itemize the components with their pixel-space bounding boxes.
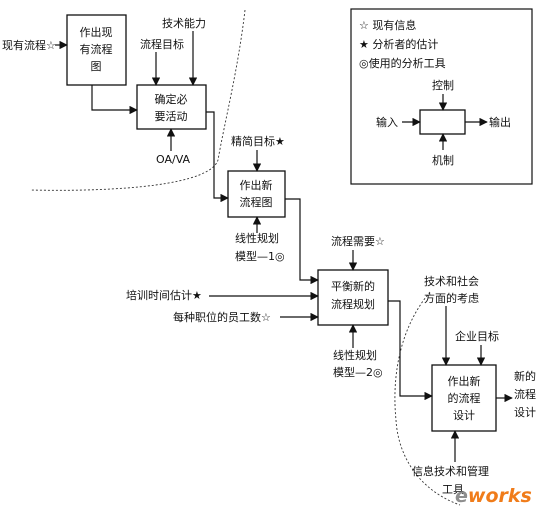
label-tech-social-line-2: 方面的考虑 xyxy=(424,291,479,305)
label-staff-per-post: 每种职位的员工数☆ xyxy=(173,310,271,324)
label-process-goal: 流程目标 xyxy=(140,37,184,51)
box-new-process-design-line-2: 的流程 xyxy=(448,391,481,405)
watermark-logo: eworks xyxy=(455,485,532,507)
legend-item-analyst-estimate: ★ 分析者的估计 xyxy=(359,37,438,51)
arrow-b1-to-b2 xyxy=(91,85,138,115)
label-new-process-design-line-2: 流程 xyxy=(514,387,536,401)
label-new-process-design-line-3: 设计 xyxy=(514,406,536,419)
legend-output-label: 输出 xyxy=(489,115,511,129)
watermark-prefix: e xyxy=(455,485,468,507)
arrow-b2-to-b3 xyxy=(206,111,229,203)
legend-frame xyxy=(350,8,533,185)
label-enterprise-goal: 企业目标 xyxy=(455,329,499,343)
legend-item-analysis-tool: ◎使用的分析工具 xyxy=(359,56,446,70)
box-new-flowchart-line-1: 作出新 xyxy=(240,178,273,192)
boundary-curve-bottom xyxy=(394,291,461,506)
label-oa-va: OA/VA xyxy=(156,153,191,166)
box-new-flowchart xyxy=(227,170,286,218)
box-balance-plan-line-2: 流程规划 xyxy=(331,297,375,311)
legend-input-label: 输入 xyxy=(376,115,398,129)
watermark-brand: works xyxy=(468,485,532,507)
arrow-b3-to-b4 xyxy=(285,198,319,285)
label-lean-goal: 精简目标★ xyxy=(231,134,285,148)
box-current-flowchart-line-2: 有流程 xyxy=(80,42,113,56)
label-linear-model-1-line-2: 模型—1◎ xyxy=(235,249,285,263)
label-linear-model-1-line-1: 线性规划 xyxy=(235,231,279,245)
legend-mechanism-label: 机制 xyxy=(432,153,454,167)
legend-item-existing-info: ☆ 现有信息 xyxy=(359,18,416,32)
label-training-time: 培训时间估计★ xyxy=(126,288,202,302)
label-process-demand: 流程需要☆ xyxy=(331,234,385,248)
legend-control-label: 控制 xyxy=(432,78,454,92)
label-it-mgmt-tools-line-1: 信息技术和管理 xyxy=(412,464,489,478)
label-tech-capability: 技术能力 xyxy=(162,16,206,30)
label-it-mgmt-tools-line-2: 工具 xyxy=(442,483,464,496)
box-necessary-activities-line-2: 要活动 xyxy=(155,110,188,123)
box-new-flowchart-line-2: 流程图 xyxy=(240,195,273,209)
box-current-flowchart-line-1: 作出现 xyxy=(80,25,113,39)
box-new-process-design-line-3: 设计 xyxy=(453,409,475,422)
label-new-process-design-line-1: 新的 xyxy=(514,369,536,383)
label-linear-model-2-line-2: 模型—2◎ xyxy=(333,365,383,379)
boundary-curve-top xyxy=(29,9,246,191)
label-linear-model-2-line-1: 线性规划 xyxy=(333,348,377,362)
box-current-flowchart-line-3: 图 xyxy=(91,60,102,73)
box-necessary-activities-line-1: 确定必 xyxy=(155,92,188,106)
box-new-process-design-line-1: 作出新 xyxy=(448,374,481,388)
box-balance-plan-line-1: 平衡新的 xyxy=(331,279,375,293)
box-current-flowchart xyxy=(66,14,127,86)
legend-box xyxy=(419,109,466,135)
arrow-b4-to-b5 xyxy=(388,300,433,401)
label-tech-social-line-1: 技术和社会 xyxy=(424,274,479,288)
label-current-process: 现有流程☆ xyxy=(2,38,56,52)
